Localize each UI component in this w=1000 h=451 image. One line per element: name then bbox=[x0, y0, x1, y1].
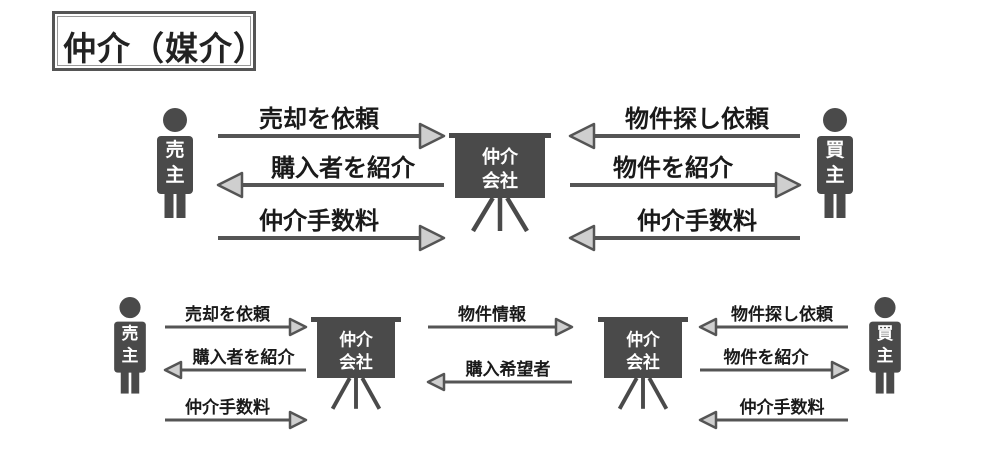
bottom-middle-arrow-2: 購入希望者 bbox=[426, 359, 572, 392]
bottom-buyer-figure-head bbox=[874, 297, 896, 319]
bottom-left-arrow-3-head bbox=[288, 410, 308, 430]
bottom-agency-board-1-left-leg bbox=[330, 377, 352, 410]
top-seller-figure-right-leg bbox=[176, 192, 186, 218]
bottom-right-arrow-2-head bbox=[830, 360, 850, 380]
bottom-buyer-figure: 買主 bbox=[869, 297, 901, 394]
top-left-arrow-3-label: 仲介手数料 bbox=[259, 207, 379, 235]
top-buyer-figure-body bbox=[817, 136, 853, 194]
bottom-right-arrow-1-head bbox=[698, 317, 718, 337]
bottom-middle-arrow-1-head bbox=[554, 317, 574, 337]
bottom-agency-board-1-panel bbox=[317, 322, 395, 378]
top-agency-board-left-leg bbox=[471, 196, 495, 233]
bottom-right-arrow-3: 仲介手数料 bbox=[698, 397, 848, 430]
bottom-seller-figure-head bbox=[119, 297, 141, 319]
bottom-seller-figure: 売主 bbox=[114, 297, 146, 394]
top-right-arrow-3-label: 仲介手数料 bbox=[637, 207, 757, 235]
top-agency-board-panel bbox=[455, 138, 545, 198]
bottom-agency-board-2-right-leg bbox=[647, 377, 669, 410]
top-agency-board-line2: 会社 bbox=[482, 170, 518, 192]
bottom-right-arrow-2: 物件を紹介 bbox=[700, 347, 850, 380]
bottom-right-arrow-2-label: 物件を紹介 bbox=[724, 347, 810, 368]
top-left-arrow-2-head bbox=[216, 171, 244, 199]
title-box: 仲介（媒介） bbox=[52, 11, 266, 71]
bottom-middle-arrow-2-head bbox=[426, 372, 446, 392]
bottom-right-arrow-3-label: 仲介手数料 bbox=[740, 397, 825, 418]
top-left-arrow-3: 仲介手数料 bbox=[218, 207, 446, 252]
bottom-left-arrow-3: 仲介手数料 bbox=[165, 397, 308, 430]
bottom-agency-board-1-top-rail bbox=[311, 317, 401, 322]
top-agency-board-right-leg bbox=[505, 196, 529, 233]
title-box-inner-border bbox=[57, 16, 251, 66]
bottom-middle-arrow-2-label: 購入希望者 bbox=[466, 359, 551, 380]
bottom-buyer-figure-char-2: 主 bbox=[877, 345, 894, 365]
top-right-arrow-2-label: 物件を紹介 bbox=[613, 154, 734, 182]
bottom-right-arrow-1-label: 物件探し依頼 bbox=[731, 304, 834, 325]
bottom-seller-figure-char-1: 売 bbox=[122, 323, 139, 343]
bottom-agency-board-2-top-rail bbox=[598, 317, 688, 322]
bottom-left-arrow-1-label: 売却を依頼 bbox=[185, 304, 271, 325]
bottom-left-arrow-2: 購入者を紹介 bbox=[163, 347, 306, 380]
top-buyer-figure-head bbox=[823, 108, 847, 132]
bottom-right-arrow-3-head bbox=[698, 410, 718, 430]
top-seller-figure: 売主 bbox=[157, 108, 193, 218]
top-right-arrow-2: 物件を紹介 bbox=[570, 154, 802, 199]
top-buyer-figure-right-leg bbox=[836, 192, 846, 218]
top-seller-figure-left-leg bbox=[164, 192, 174, 218]
top-left-arrow-1-head bbox=[418, 122, 446, 150]
top-left-arrow-3-head bbox=[418, 224, 446, 252]
bottom-left-arrow-2-label: 購入者を紹介 bbox=[193, 347, 296, 368]
bottom-middle-arrow-1: 物件情報 bbox=[428, 304, 574, 337]
top-left-arrow-2: 購入者を紹介 bbox=[216, 154, 444, 199]
bottom-agency-board-2-line2: 会社 bbox=[626, 352, 660, 372]
top-right-arrow-1: 物件探し依頼 bbox=[568, 105, 800, 150]
bottom-buyer-figure-right-leg bbox=[886, 370, 895, 394]
top-left-arrow-1-label: 売却を依頼 bbox=[259, 105, 380, 133]
bottom-left-arrow-1-head bbox=[288, 317, 308, 337]
top-buyer-figure-left-leg bbox=[824, 192, 834, 218]
top-agency-board-top-rail bbox=[449, 133, 551, 138]
bottom-agency-board-2-left-leg bbox=[617, 377, 639, 410]
bottom-buyer-figure-char-1: 買 bbox=[877, 323, 894, 343]
top-buyer-figure: 買主 bbox=[817, 108, 853, 218]
top-buyer-figure-char-1: 買 bbox=[825, 139, 844, 161]
bottom-agency-board-1-line1: 仲介 bbox=[339, 330, 374, 350]
bottom-agency-board-1-right-leg bbox=[360, 377, 382, 410]
top-right-arrow-1-head bbox=[568, 122, 596, 150]
top-left-arrow-2-label: 購入者を紹介 bbox=[271, 154, 416, 182]
top-right-arrow-2-head bbox=[774, 171, 802, 199]
top-seller-figure-body bbox=[157, 136, 193, 194]
top-seller-figure-char-1: 売 bbox=[165, 138, 184, 161]
bottom-seller-figure-right-leg bbox=[131, 370, 140, 394]
bottom-middle-arrow-1-label: 物件情報 bbox=[458, 304, 527, 325]
top-right-arrow-3-head bbox=[568, 224, 596, 252]
bottom-agency-board-2-panel bbox=[604, 322, 682, 378]
top-seller-figure-head bbox=[163, 108, 187, 132]
bottom-agency-board-1-line2: 会社 bbox=[339, 352, 373, 372]
top-left-arrow-1: 売却を依頼 bbox=[218, 105, 446, 150]
bottom-buyer-figure-body bbox=[869, 321, 901, 373]
bottom-left-arrow-3-label: 仲介手数料 bbox=[185, 397, 270, 418]
bottom-agency-board-2-line1: 仲介 bbox=[626, 330, 661, 350]
bottom-seller-figure-left-leg bbox=[120, 370, 129, 394]
bottom-seller-figure-char-2: 主 bbox=[122, 345, 139, 365]
top-right-arrow-3: 仲介手数料 bbox=[568, 207, 800, 252]
bottom-left-arrow-1: 売却を依頼 bbox=[165, 304, 308, 337]
bottom-buyer-figure-left-leg bbox=[875, 370, 884, 394]
top-seller-figure-char-2: 主 bbox=[165, 164, 184, 186]
bottom-right-arrow-1: 物件探し依頼 bbox=[698, 304, 848, 337]
bottom-seller-figure-body bbox=[114, 321, 146, 373]
top-right-arrow-1-label: 物件探し依頼 bbox=[625, 105, 770, 133]
top-buyer-figure-char-2: 主 bbox=[825, 164, 844, 186]
page-title: 仲介（媒介） bbox=[63, 29, 267, 68]
top-agency-board-line1: 仲介 bbox=[482, 146, 519, 168]
bottom-left-arrow-2-head bbox=[163, 360, 183, 380]
